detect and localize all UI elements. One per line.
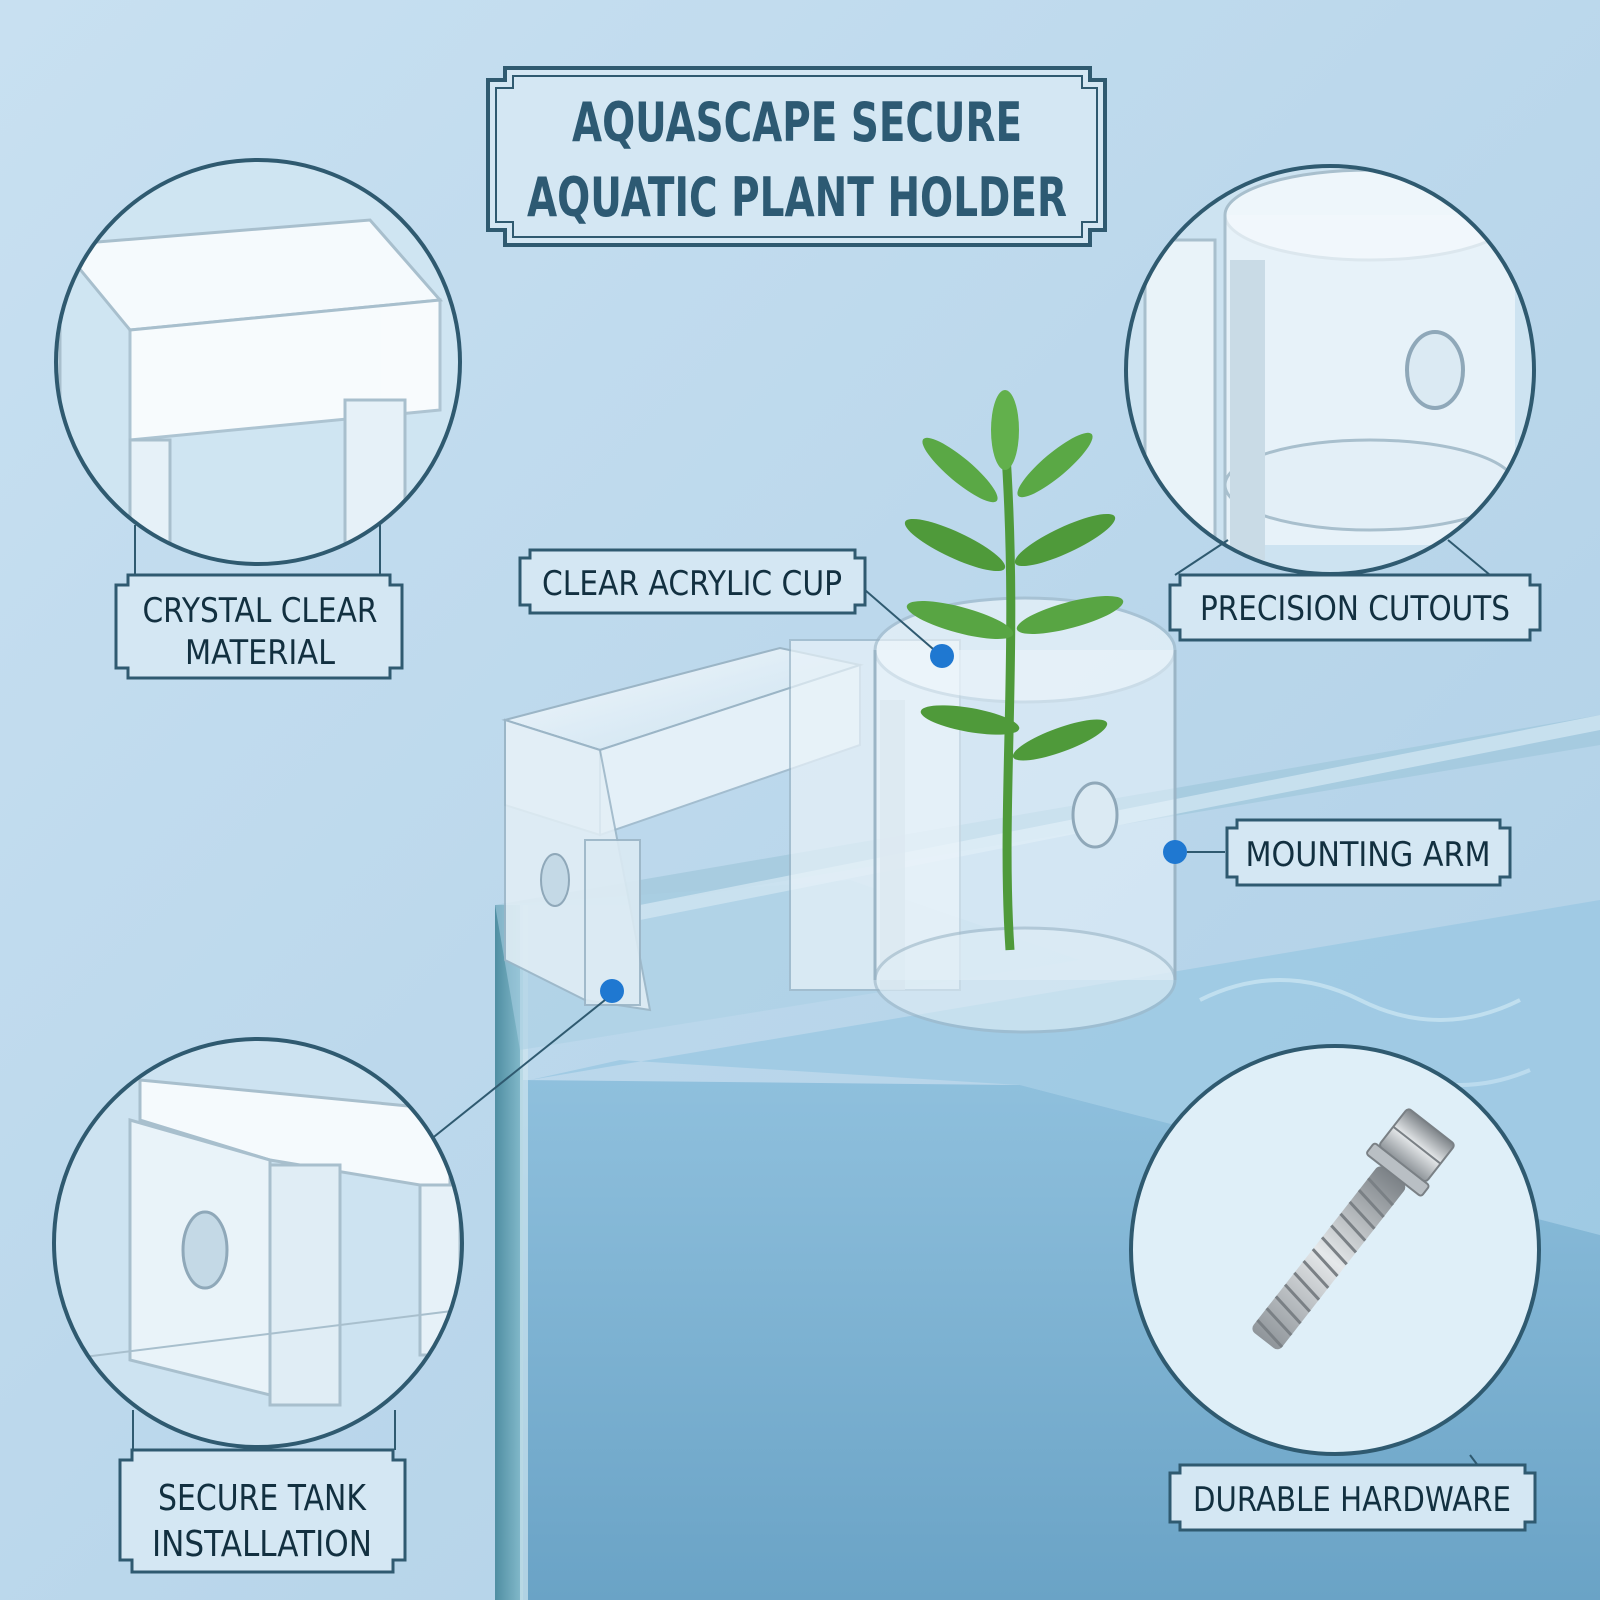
title-line-2: AQUATIC PLANT HOLDER (527, 166, 1067, 229)
label-clear-acrylic-cup: CLEAR ACRYLIC CUP (518, 548, 954, 668)
title-plaque: AQUASCAPE SECURE AQUATIC PLANT HOLDER (486, 66, 1107, 247)
bolt-icon (1252, 1108, 1455, 1350)
precision-cutouts-text: PRECISION CUTOUTS (1200, 589, 1510, 629)
crystal-clear-line-1: CRYSTAL CLEAR (143, 591, 378, 631)
mounting-arm-text: MOUNTING ARM (1246, 835, 1491, 875)
secure-tank-line-2: INSTALLATION (152, 1524, 372, 1565)
crystal-clear-line-2: MATERIAL (185, 633, 335, 673)
label-secure-tank: SECURE TANK INSTALLATION (118, 1410, 407, 1574)
detail-circle-precision-cutouts (1124, 164, 1536, 576)
durable-hardware-text: DURABLE HARDWARE (1193, 1480, 1511, 1520)
label-durable-hardware: DURABLE HARDWARE (1168, 1454, 1537, 1532)
label-crystal-clear: CRYSTAL CLEAR MATERIAL (114, 525, 404, 680)
secure-tank-line-1: SECURE TANK (158, 1478, 367, 1519)
clamp-screw-hole (540, 853, 570, 907)
label-precision-cutouts: PRECISION CUTOUTS (1168, 539, 1542, 642)
detail-circle-durable-hardware (1129, 1044, 1541, 1456)
title-line-1: AQUASCAPE SECURE (572, 91, 1022, 154)
mounting-arm-marker (1163, 840, 1187, 864)
plant-holder (501, 390, 1177, 1034)
cup-cutout-hole (1071, 781, 1119, 849)
clear-acrylic-cup-text: CLEAR ACRYLIC CUP (542, 564, 842, 604)
detail-circle-secure-tank (52, 1037, 464, 1449)
cup-marker (930, 644, 954, 668)
clamp-marker (600, 979, 624, 1003)
cutout-hole (1405, 330, 1465, 410)
aquatic-plant (904, 390, 1124, 951)
clamp-screw-hole (181, 1210, 229, 1290)
label-mounting-arm: MOUNTING ARM (1163, 818, 1512, 887)
